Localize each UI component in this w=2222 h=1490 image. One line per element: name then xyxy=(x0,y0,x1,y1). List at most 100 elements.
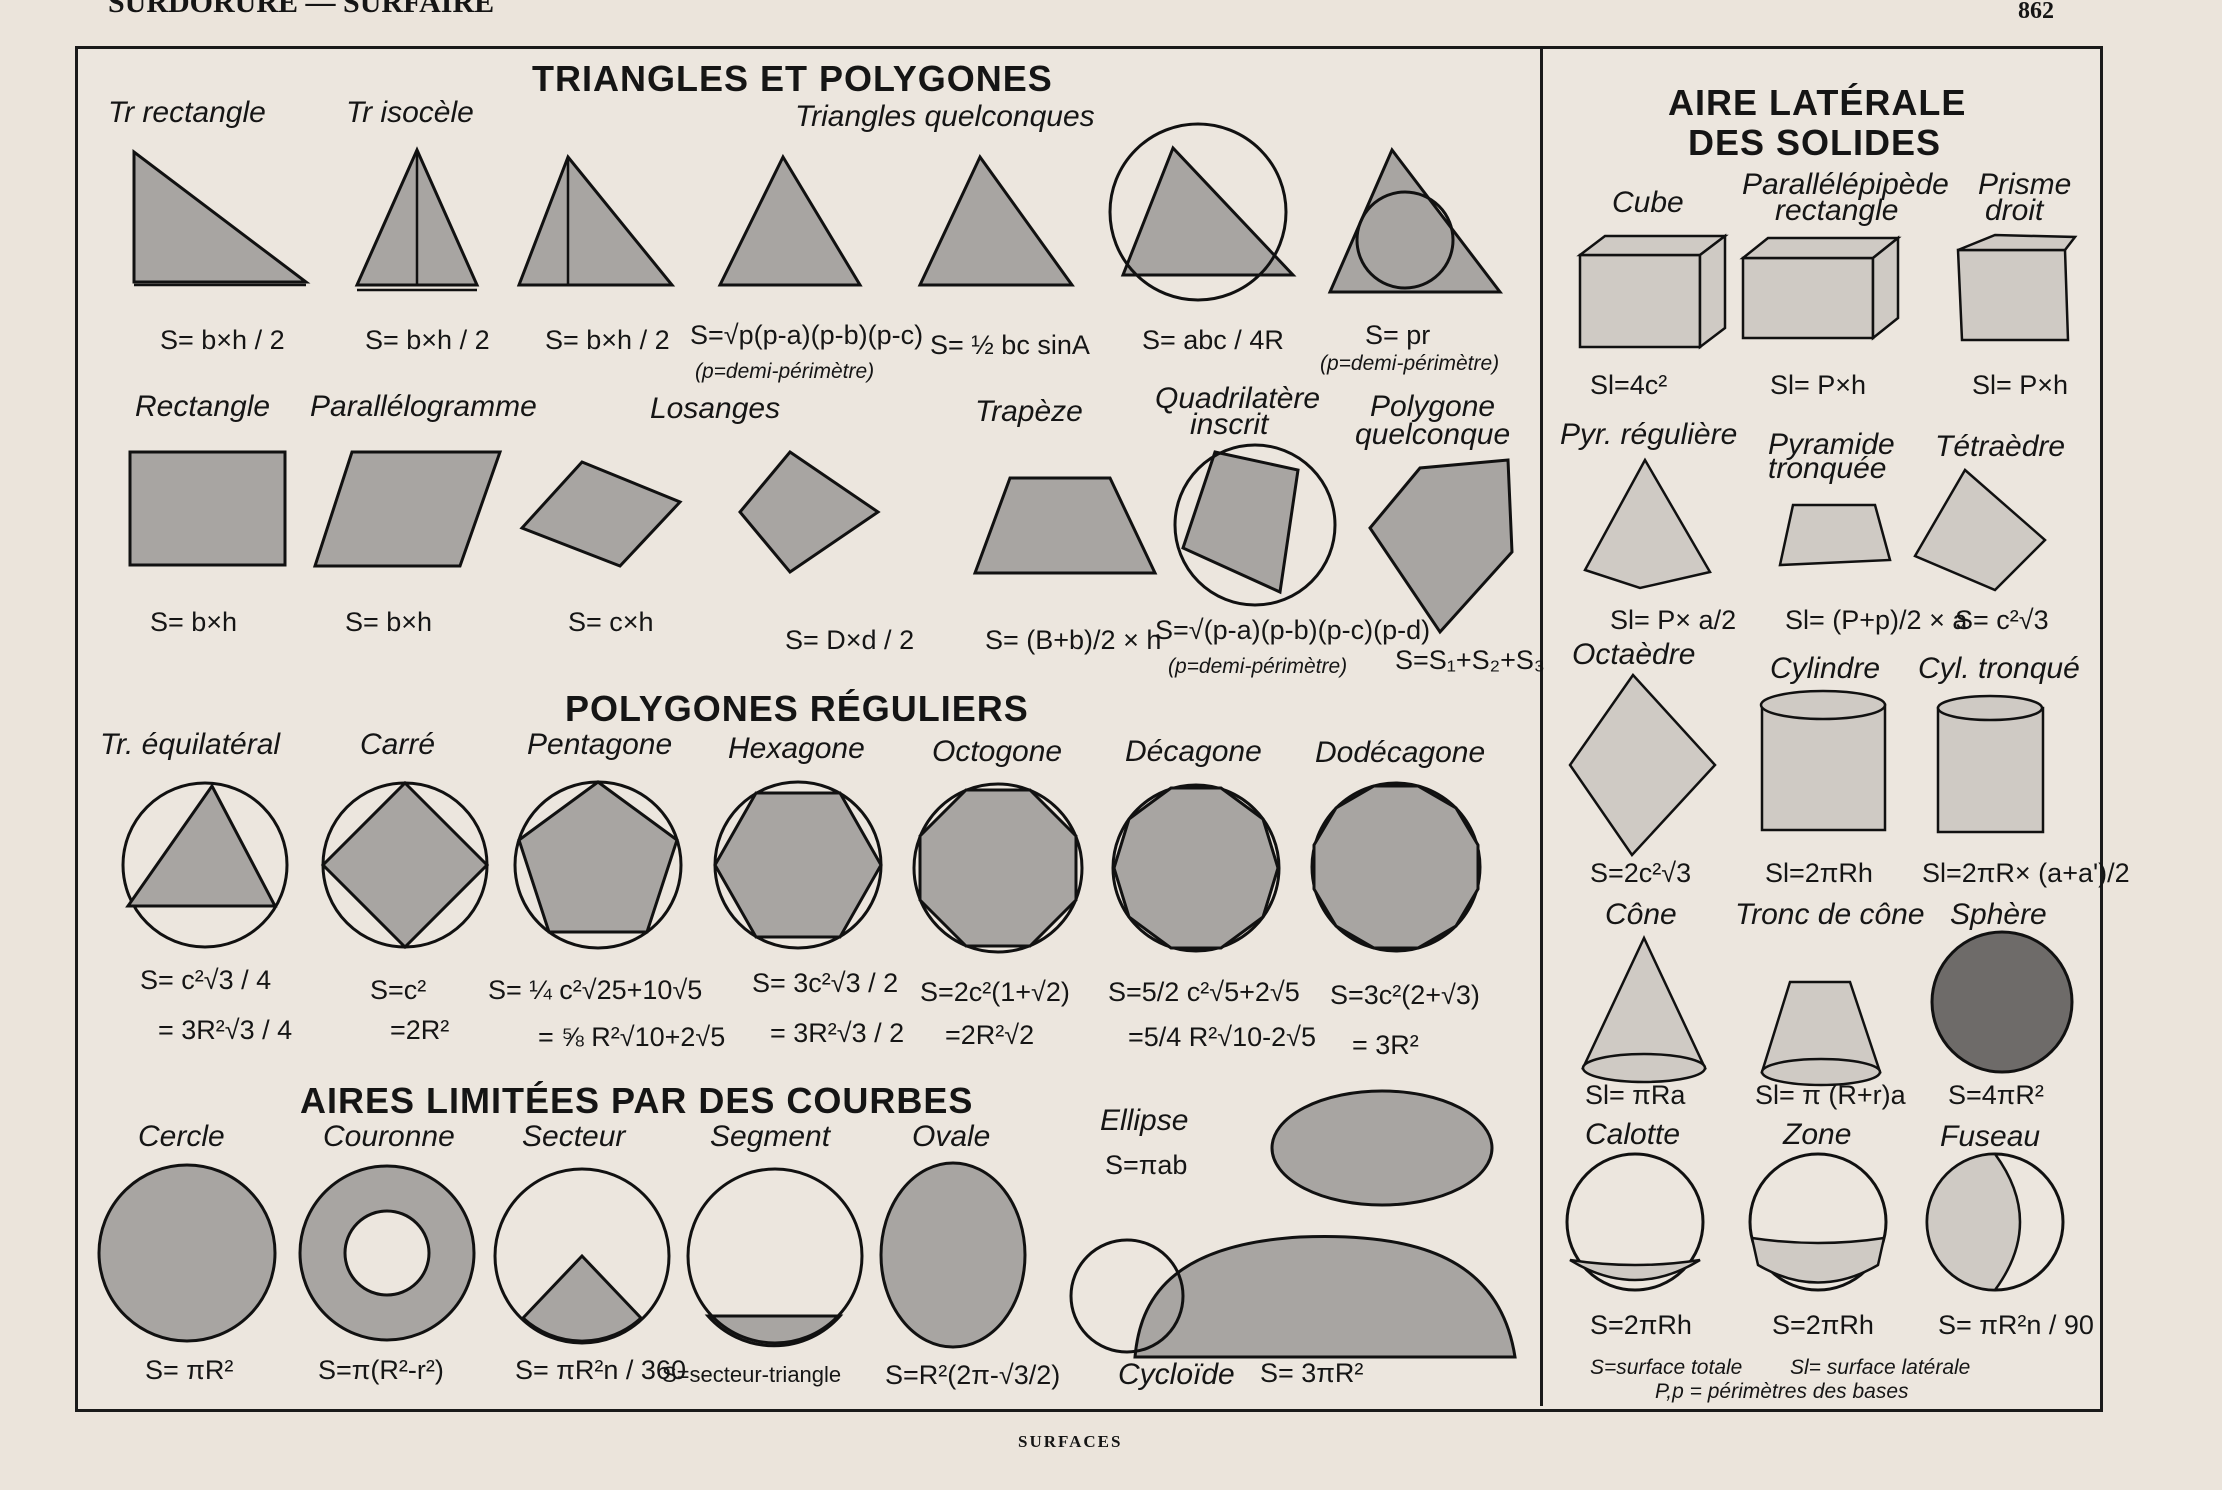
formula-secteur: S= πR²n / 360 xyxy=(515,1355,686,1385)
label-trapeze: Trapèze xyxy=(975,395,1083,428)
label-fuseau: Fuseau xyxy=(1940,1120,2041,1153)
formula-pyr-tr: Sl= (P+p)/2 × a xyxy=(1785,605,1968,635)
section-title-solids-1: AIRE LATÉRALE xyxy=(1668,82,1967,123)
formula-rectangle: S= b×h xyxy=(150,607,238,637)
label-sphere: Sphère xyxy=(1950,898,2047,931)
cone-icon xyxy=(1581,935,1707,1070)
label-poly-1: Polygone xyxy=(1370,390,1496,423)
label-prisme-1: Prisme xyxy=(1978,168,2072,201)
formula-segment: S=secteur-triangle xyxy=(662,1362,842,1387)
zone-icon xyxy=(1748,1152,1888,1292)
formula-ovale: S=R²(2π-√3/2) xyxy=(885,1360,1061,1390)
circumcircle-icon xyxy=(1108,122,1288,302)
rhombus-icon xyxy=(519,460,683,568)
label-hexagone: Hexagone xyxy=(728,732,865,765)
triangle-abc-icon xyxy=(717,153,863,287)
column-divider xyxy=(1540,49,1543,1406)
formula-couronne: S=π(R²-r²) xyxy=(318,1355,444,1385)
section-title-regular: POLYGONES RÉGULIERS xyxy=(565,688,1029,729)
formula-fuseau: S= πR²n / 90 xyxy=(1938,1310,2094,1340)
tetrahedron-icon xyxy=(1913,468,2047,592)
formula-cyl-tr: Sl=2πR× (a+a')/2 xyxy=(1922,858,2130,888)
formula-cube: Sl=4c² xyxy=(1590,370,1668,400)
label-decagone: Décagone xyxy=(1125,735,1262,768)
label-cone: Cône xyxy=(1605,898,1677,931)
figure-caption: SURFACES xyxy=(1018,1432,1123,1451)
formula-deca-2: =5/4 R²√10-2√5 xyxy=(1128,1022,1316,1052)
note-brahma: (p=demi-périmètre) xyxy=(1168,655,1348,678)
formula-sine: S= ½ bc sinA xyxy=(930,330,1090,360)
label-couronne: Couronne xyxy=(323,1120,455,1153)
formula-octa: S=2c²√3 xyxy=(1590,858,1692,888)
formula-tronc: Sl= π (R+r)a xyxy=(1755,1080,1906,1110)
label-para-2: rectangle xyxy=(1775,194,1899,227)
formula-pyr-reg: Sl= P× a/2 xyxy=(1610,605,1737,635)
formula-brahma: S=√(p-a)(p-b)(p-c)(p-d) xyxy=(1155,615,1431,645)
label-losanges: Losanges xyxy=(650,392,781,425)
truncated-pyramid-icon xyxy=(1778,503,1892,567)
formula-losange-1: S= c×h xyxy=(568,607,654,637)
formula-cyl: Sl=2πRh xyxy=(1765,858,1873,888)
cap-icon xyxy=(1565,1152,1705,1292)
inscribed-quad-icon xyxy=(1181,450,1300,595)
label-secteur: Secteur xyxy=(522,1120,626,1153)
hexagon-icon xyxy=(713,791,883,939)
label-carre: Carré xyxy=(360,728,436,761)
section-title-curves: AIRES LIMITÉES PAR DES COURBES xyxy=(300,1080,974,1121)
label-cylindre: Cylindre xyxy=(1770,652,1881,685)
label-prisme-2: droit xyxy=(1985,194,2044,227)
formula-hexa-2: = 3R²√3 / 2 xyxy=(770,1018,905,1048)
formula-equi-1: S= c²√3 / 4 xyxy=(140,965,272,995)
right-triangle-icon xyxy=(132,148,311,284)
incircle-icon xyxy=(1355,190,1455,290)
equilateral-triangle-icon xyxy=(125,783,278,908)
formula-deca-1: S=5/2 c²√5+2√5 xyxy=(1108,977,1300,1007)
label-triangles-quelconques: Triangles quelconques xyxy=(795,100,1095,133)
label-tr-equilateral: Tr. équilatéral xyxy=(100,728,281,761)
note-inscr: (p=demi-périmètre) xyxy=(1320,352,1500,375)
pentagon-icon xyxy=(517,780,679,934)
legend-sl: Sl= surface latérale xyxy=(1790,1356,1971,1379)
label-ovale: Ovale xyxy=(912,1120,991,1153)
formula-penta-2: = ⅝ R²√10+2√5 xyxy=(538,1022,726,1052)
formula-dodeca-2: = 3R² xyxy=(1352,1030,1419,1060)
formula-carre-1: S=c² xyxy=(370,975,427,1005)
octahedron-icon xyxy=(1568,673,1717,857)
square-in-circle-icon xyxy=(320,780,490,950)
section-title-solids-2: DES SOLIDES xyxy=(1688,122,1942,163)
cycloid-icon xyxy=(1133,1234,1517,1359)
formula-penta-1: S= ¼ c²√25+10√5 xyxy=(488,975,703,1005)
section-title-triangles: TRIANGLES ET POLYGONES xyxy=(532,58,1053,99)
legend-perimeters: P,p = périmètres des bases xyxy=(1655,1380,1909,1403)
formula-parallelo: S= b×h xyxy=(345,607,433,637)
label-pyr-reguliere: Pyr. régulière xyxy=(1560,418,1738,451)
formula-calotte: S=2πRh xyxy=(1590,1310,1692,1340)
rectangle-icon xyxy=(128,450,287,567)
label-octogone: Octogone xyxy=(932,735,1063,768)
sphere-icon xyxy=(1930,930,2074,1074)
label-zone: Zone xyxy=(1783,1118,1852,1151)
prism-icon xyxy=(1956,248,2070,342)
label-tr-rectangle: Tr rectangle xyxy=(108,96,266,129)
triangle-inscribed-icon xyxy=(1327,147,1504,294)
formula-losange-2: S= D×d / 2 xyxy=(785,625,915,655)
rhombus-diagonals-icon xyxy=(738,449,881,575)
sector-icon xyxy=(520,1253,644,1343)
label-cyl-tronque: Cyl. tronqué xyxy=(1918,652,2080,685)
formula-cercle: S= πR² xyxy=(145,1355,234,1385)
formula-inscr: S= pr xyxy=(1365,320,1431,350)
triangle-sine-icon xyxy=(917,154,1075,287)
label-pentagone: Pentagone xyxy=(527,728,673,761)
label-rectangle: Rectangle xyxy=(135,390,271,423)
formula-hexa-1: S= 3c²√3 / 2 xyxy=(752,968,899,998)
label-pyr-tr-1: Pyramide xyxy=(1768,428,1895,461)
label-quad-2: inscrit xyxy=(1190,408,1269,441)
formula-circum: S= abc / 4R xyxy=(1142,325,1284,355)
formula-cycloide: S= 3πR² xyxy=(1260,1358,1364,1388)
octagon-icon xyxy=(918,788,1078,948)
label-calotte: Calotte xyxy=(1585,1118,1681,1151)
label-cube: Cube xyxy=(1612,186,1684,219)
formula-carre-2: =2R² xyxy=(390,1015,450,1045)
label-poly-2: quelconque xyxy=(1355,418,1511,451)
label-parallelogramme: Parallélogramme xyxy=(310,390,537,423)
